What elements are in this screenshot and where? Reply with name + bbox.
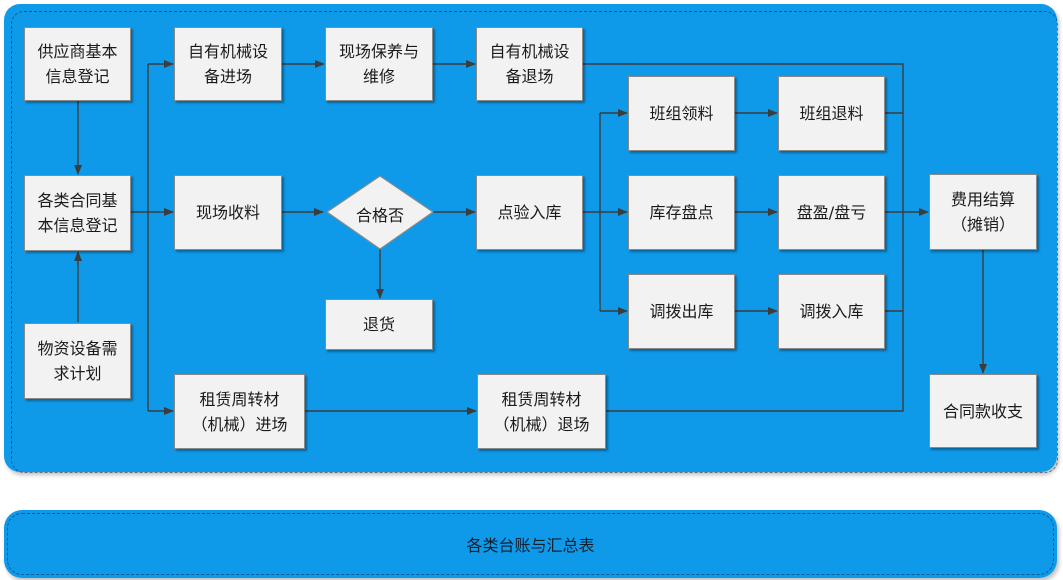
node-rent-out: 租赁周转材（机械）退场 <box>477 374 606 449</box>
node-rent-in: 租赁周转材（机械）进场 <box>174 374 305 449</box>
node-inspect-storage: 点验入库 <box>476 175 583 250</box>
qualified-diamond <box>325 175 435 250</box>
node-transfer-in: 调拨入库 <box>778 274 885 349</box>
ledger-summary-label: 各类台账与汇总表 <box>466 536 595 555</box>
node-cost-settle: 费用结算（摊销） <box>929 174 1037 250</box>
node-qualified-label: 合格否 <box>355 206 404 225</box>
node-contract-payment: 合同款收支 <box>929 374 1037 448</box>
node-site-receiving: 现场收料 <box>174 175 282 250</box>
edge-rent-out-to-right <box>606 212 904 412</box>
node-material-plan: 物资设备需求计划 <box>24 323 131 399</box>
node-supplier-info: 供应商基本信息登记 <box>24 27 131 101</box>
node-team-pick: 班组领料 <box>628 76 735 151</box>
node-team-return: 班组退料 <box>778 76 885 151</box>
node-surplus-loss: 盘盈/盘亏 <box>778 175 885 250</box>
node-contract-info: 各类合同基本信息登记 <box>24 175 131 251</box>
node-stock-count: 库存盘点 <box>628 175 735 250</box>
ledger-summary-bar: 各类台账与汇总表 <box>4 510 1057 578</box>
edge-own-out-to-right <box>583 63 904 212</box>
node-transfer-out: 调拨出库 <box>628 274 735 349</box>
node-own-machine-in: 自有机械设备进场 <box>174 27 282 101</box>
node-own-machine-out: 自有机械设备退场 <box>476 27 583 101</box>
node-site-maintenance: 现场保养与维修 <box>325 27 433 101</box>
node-return-goods: 退货 <box>325 299 433 350</box>
